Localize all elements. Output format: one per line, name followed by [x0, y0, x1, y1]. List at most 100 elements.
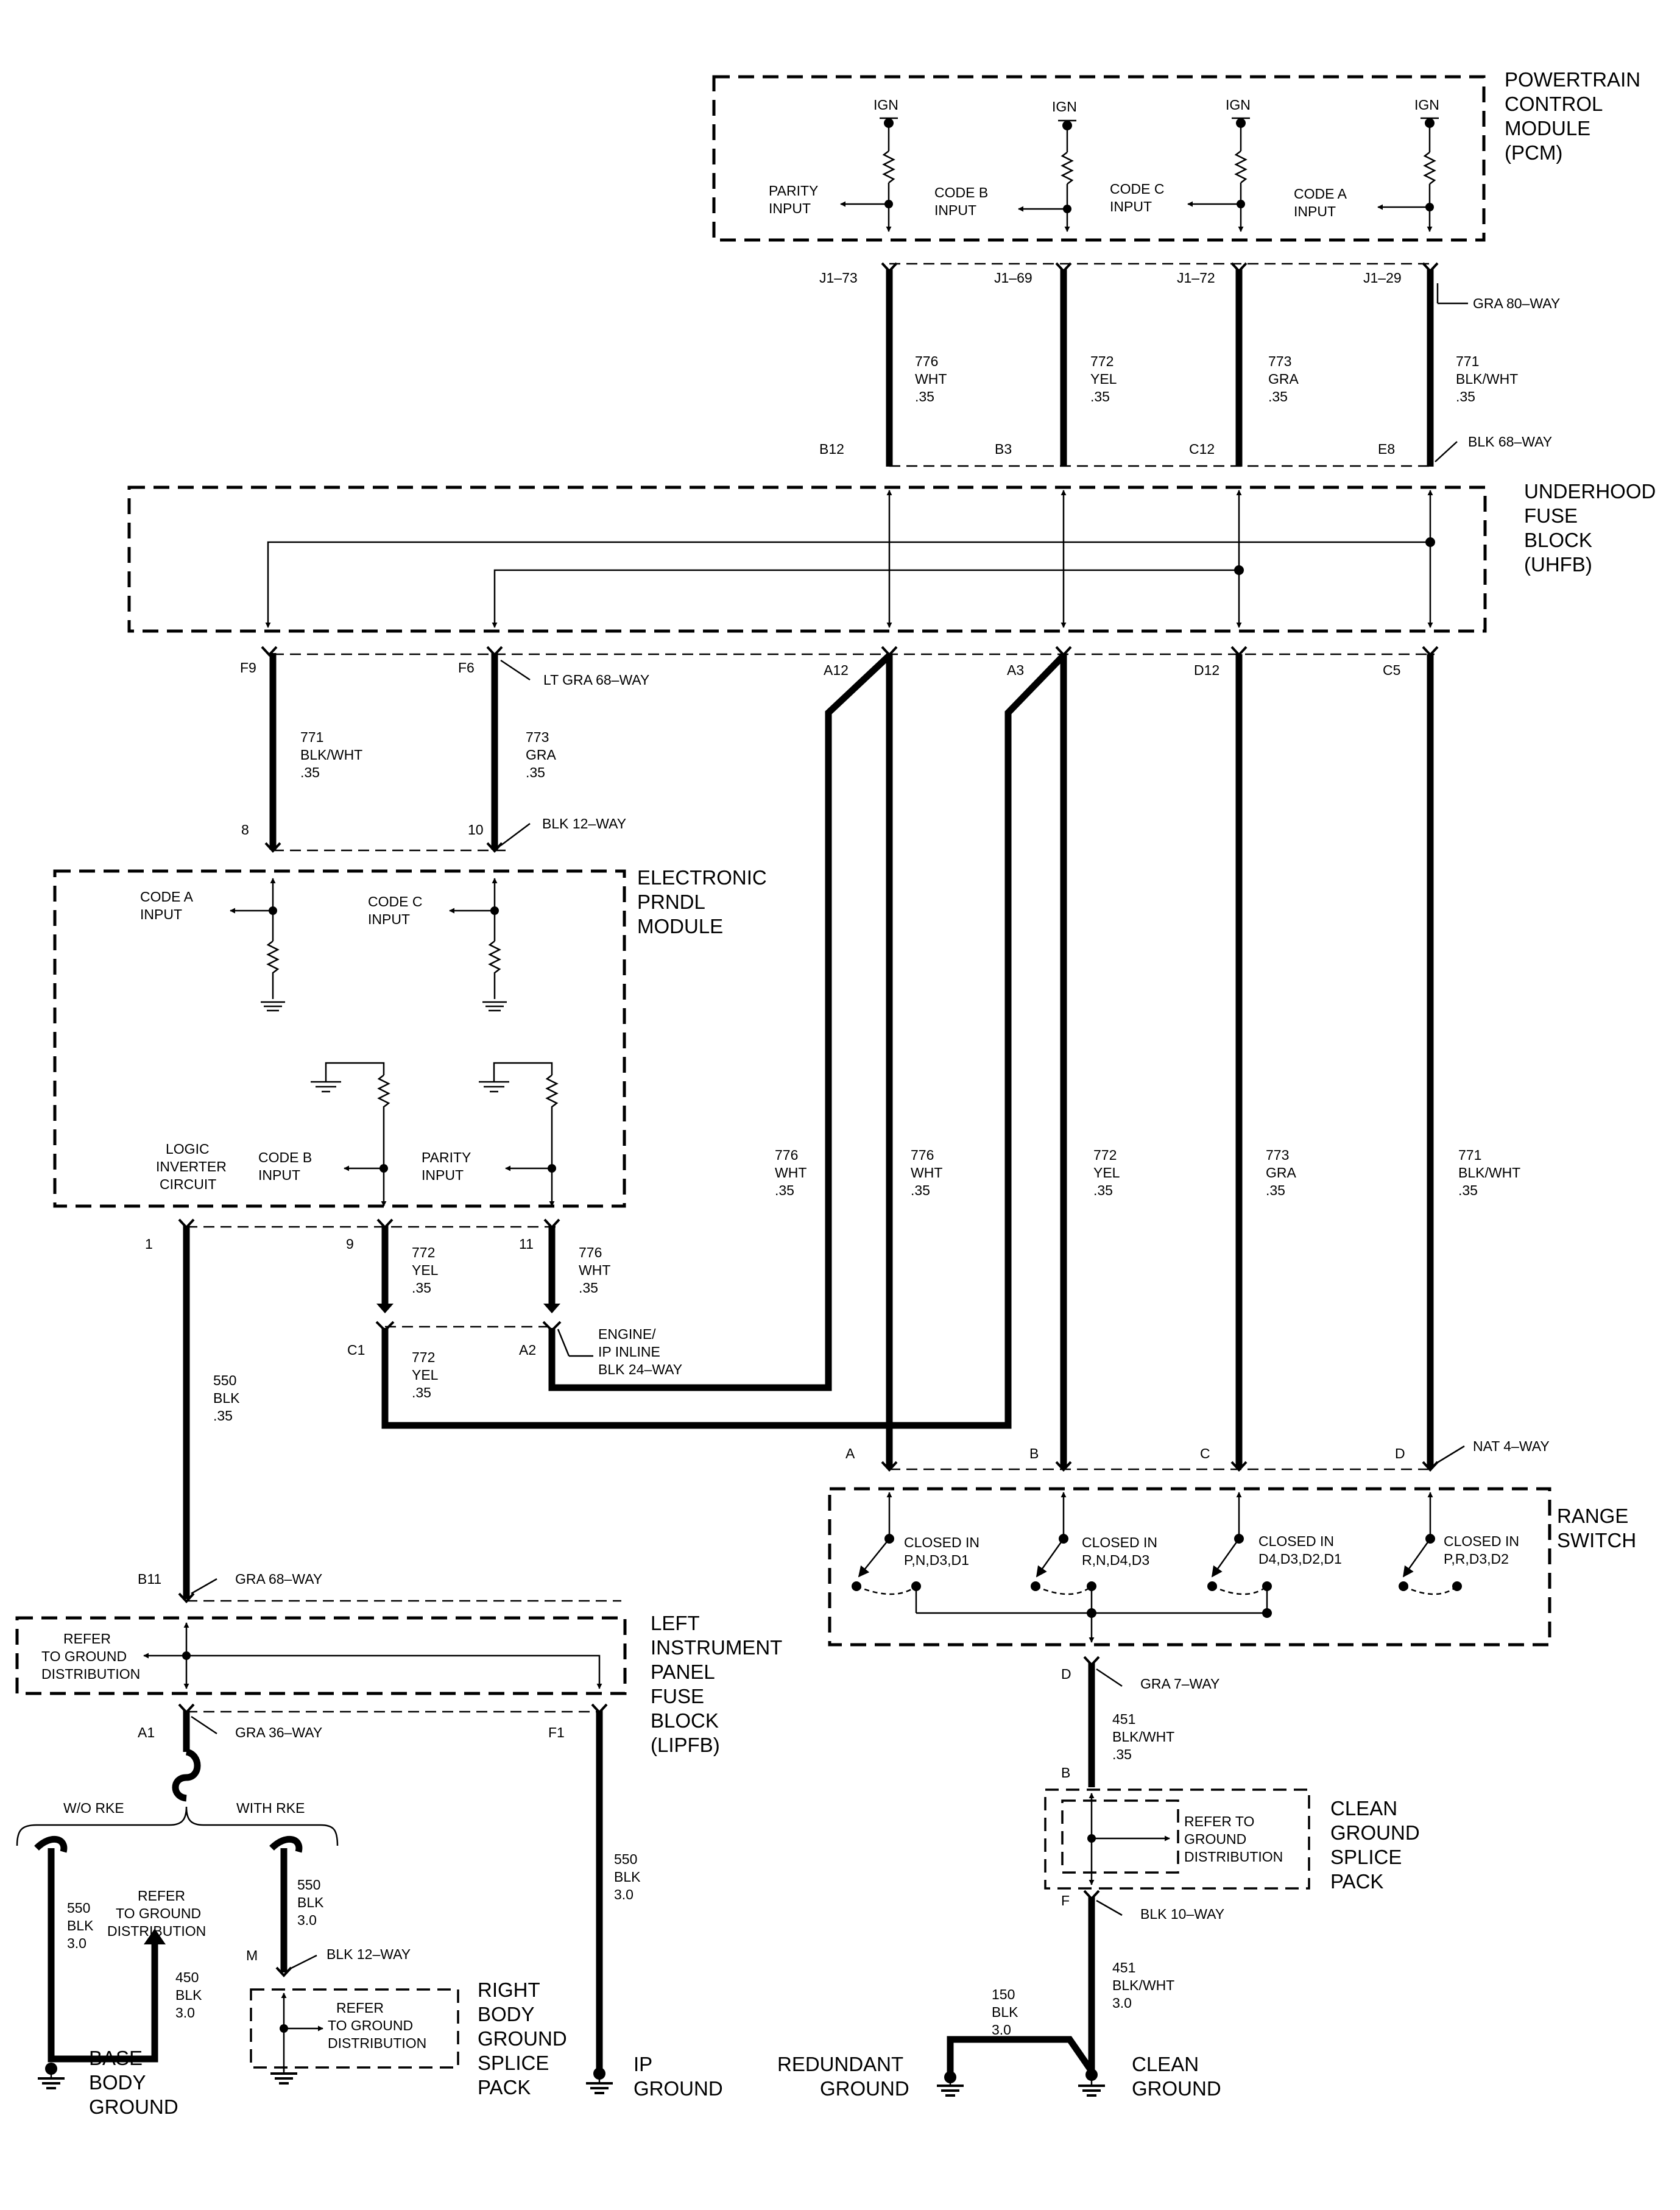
range-switch: RANGE SWITCH CLOSED IN P,N,D3,D1 CLOSED … — [828, 1487, 1636, 1647]
prndl-pin-9: 9 — [346, 1236, 354, 1252]
prndl-out-776-color: WHT — [579, 1262, 610, 1278]
lipfb-pin-b11: B11 — [138, 1571, 161, 1587]
pcm-uhfb-wiring: J1–73 J1–69 J1–72 J1–29 GRA 80–WAY 776 W… — [819, 262, 1560, 467]
cgsp-out-connector: BLK 10–WAY — [1140, 1906, 1224, 1922]
long-776b-color: WHT — [911, 1165, 942, 1181]
rbgsp-title-4: SPLICE — [478, 2052, 549, 2074]
range-out-connector: GRA 7–WAY — [1140, 1676, 1219, 1692]
range-c1-label-2: P,N,D3,D1 — [904, 1552, 969, 1568]
base-wire550-size: 3.0 — [67, 1935, 86, 1951]
prndl-out-776-size: .35 — [579, 1280, 598, 1296]
prndl-feed-771-size: .35 — [300, 764, 320, 780]
clean-ground-icon — [1078, 2069, 1105, 2097]
rbgsp-wire-num: 550 — [297, 1877, 320, 1893]
redundant-ground-label-1: REDUNDANT — [777, 2053, 903, 2075]
long-773-num: 773 — [1266, 1147, 1289, 1163]
uhfb-pin-f6: F6 — [458, 660, 475, 676]
prndl-feed-771-color: BLK/WHT — [300, 747, 362, 763]
uhfb-pin-c5: C5 — [1383, 662, 1400, 678]
pcm-codea-label-1: CODE A — [1294, 186, 1347, 202]
pcm-input-code-c: IGN CODE C INPUT — [1110, 97, 1251, 232]
pcm-connector: GRA 80–WAY — [1473, 295, 1560, 311]
pcm-codec-label-1: CODE C — [1110, 181, 1164, 197]
pcm-ign-1: IGN — [874, 97, 898, 113]
long-776b-num: 776 — [911, 1147, 934, 1163]
rbgsp-refer-2: TO GROUND — [328, 2018, 413, 2033]
pcm-title-4: (PCM) — [1505, 141, 1562, 164]
pcm-ign-3: IGN — [1226, 97, 1251, 113]
ip-ground-label-2: GROUND — [634, 2077, 723, 2100]
cgsp-title-4: PACK — [1330, 1870, 1383, 1893]
range-out-wire-size: .35 — [1112, 1746, 1132, 1762]
range-c2-label-2: R,N,D4,D3 — [1082, 1552, 1149, 1568]
prndl-top-connector: BLK 12–WAY — [542, 816, 626, 831]
lipfb-title-4: FUSE — [651, 1685, 704, 1707]
range-c1-label-1: CLOSED IN — [904, 1534, 979, 1550]
long-773-color: GRA — [1266, 1165, 1297, 1181]
uhfb-pin-d12: D12 — [1194, 662, 1219, 678]
range-c3-label-2: D4,D3,D2,D1 — [1258, 1551, 1342, 1567]
long-776a-num: 776 — [775, 1147, 798, 1163]
cgsp-refer-2: GROUND — [1184, 1831, 1246, 1847]
ip-wire-color: BLK — [614, 1869, 641, 1885]
uhfb-block: UNDERHOOD FUSE BLOCK (UHFB) — [127, 480, 1656, 633]
pcm-pin-j1-29: J1–29 — [1363, 270, 1402, 286]
prndl-codec-label-1: CODE C — [368, 894, 422, 909]
uhfb-pin-c12: C12 — [1189, 441, 1215, 457]
uhfb-pin-a3: A3 — [1007, 662, 1024, 678]
lipfb-refer-2: TO GROUND — [41, 1648, 127, 1664]
pcm-pin-j1-72: J1–72 — [1177, 270, 1215, 286]
uhfb-title-2: FUSE — [1524, 504, 1578, 527]
ip-wire-num: 550 — [614, 1851, 637, 1867]
ground-550-size: .35 — [213, 1408, 233, 1424]
redundant-wire-size: 3.0 — [992, 2022, 1011, 2038]
cgsp-pin-b: B — [1061, 1765, 1070, 1781]
pcm-title-3: MODULE — [1505, 117, 1590, 139]
uhfb-title-4: (UHFB) — [1524, 553, 1592, 576]
prndl-codea-label-2: INPUT — [140, 906, 182, 922]
pcm-codec-label-2: INPUT — [1110, 199, 1152, 214]
cgsp-out-wire-color: BLK/WHT — [1112, 1977, 1174, 1993]
prndl-feed-773-color: GRA — [526, 747, 557, 763]
base-wire550-color: BLK — [67, 1918, 94, 1933]
pcm-wire-776-size: .35 — [915, 389, 934, 404]
ip-wire-size: 3.0 — [614, 1887, 634, 1902]
range-title-1: RANGE — [1557, 1505, 1628, 1527]
base-refer-3: DISTRIBUTION — [107, 1923, 206, 1939]
base-body-label-1: BASE — [89, 2047, 143, 2069]
pcm-wire-776-num: 776 — [915, 353, 938, 369]
range-connector: NAT 4–WAY — [1473, 1438, 1550, 1454]
lipfb-title-2: INSTRUMENT — [651, 1636, 782, 1659]
rbgsp-wire-color: BLK — [297, 1894, 324, 1910]
cgsp-title-2: GROUND — [1330, 1821, 1420, 1844]
range-c2-label-1: CLOSED IN — [1082, 1534, 1157, 1550]
long-776b-size: .35 — [911, 1182, 930, 1198]
long-776a-color: WHT — [775, 1165, 806, 1181]
base-wire450-color: BLK — [175, 1987, 202, 2003]
range-c4-label-2: P,R,D3,D2 — [1444, 1551, 1509, 1567]
cgsp-refer-1: REFER TO — [1184, 1813, 1254, 1829]
pcm-pin-j1-69: J1–69 — [994, 270, 1032, 286]
prndl-module: ELECTRONIC PRNDL MODULE CODE A INPUT COD… — [53, 866, 767, 1208]
cgsp-out-wire-num: 451 — [1112, 1960, 1135, 1975]
prndl-pin-1: 1 — [145, 1236, 153, 1252]
pcm-title-1: POWERTRAIN — [1505, 68, 1640, 91]
prndl-logic-label-3: CIRCUIT — [160, 1176, 216, 1192]
inline-name-1: ENGINE/ — [598, 1326, 656, 1342]
prndl-codec-label-2: INPUT — [368, 911, 410, 927]
rbgsp-title-1: RIGHT — [478, 1979, 540, 2001]
base-refer-1: REFER — [138, 1888, 185, 1904]
range-pin-a: A — [845, 1446, 855, 1461]
ip-ground-icon — [586, 2067, 613, 2094]
base-body-ground-icon — [38, 2063, 65, 2089]
base-wire450-size: 3.0 — [175, 2005, 195, 2021]
pcm-codeb-label-2: INPUT — [934, 202, 976, 218]
rbgsp-title-3: GROUND — [478, 2027, 567, 2050]
pcm-pin-j1-73: J1–73 — [819, 270, 858, 286]
clean-ground-label-1: CLEAN — [1132, 2053, 1199, 2075]
prndl-logic-label-1: LOGIC — [166, 1141, 210, 1157]
cgsp-refer-3: DISTRIBUTION — [1184, 1849, 1283, 1865]
clean-ground-splice-pack: CLEAN GROUND SPLICE PACK REFER TO GROUND… — [1044, 1788, 1420, 1893]
prndl-out-772-color: YEL — [412, 1262, 439, 1278]
ip-ground: 550 BLK 3.0 IP GROUND — [586, 1710, 723, 2100]
